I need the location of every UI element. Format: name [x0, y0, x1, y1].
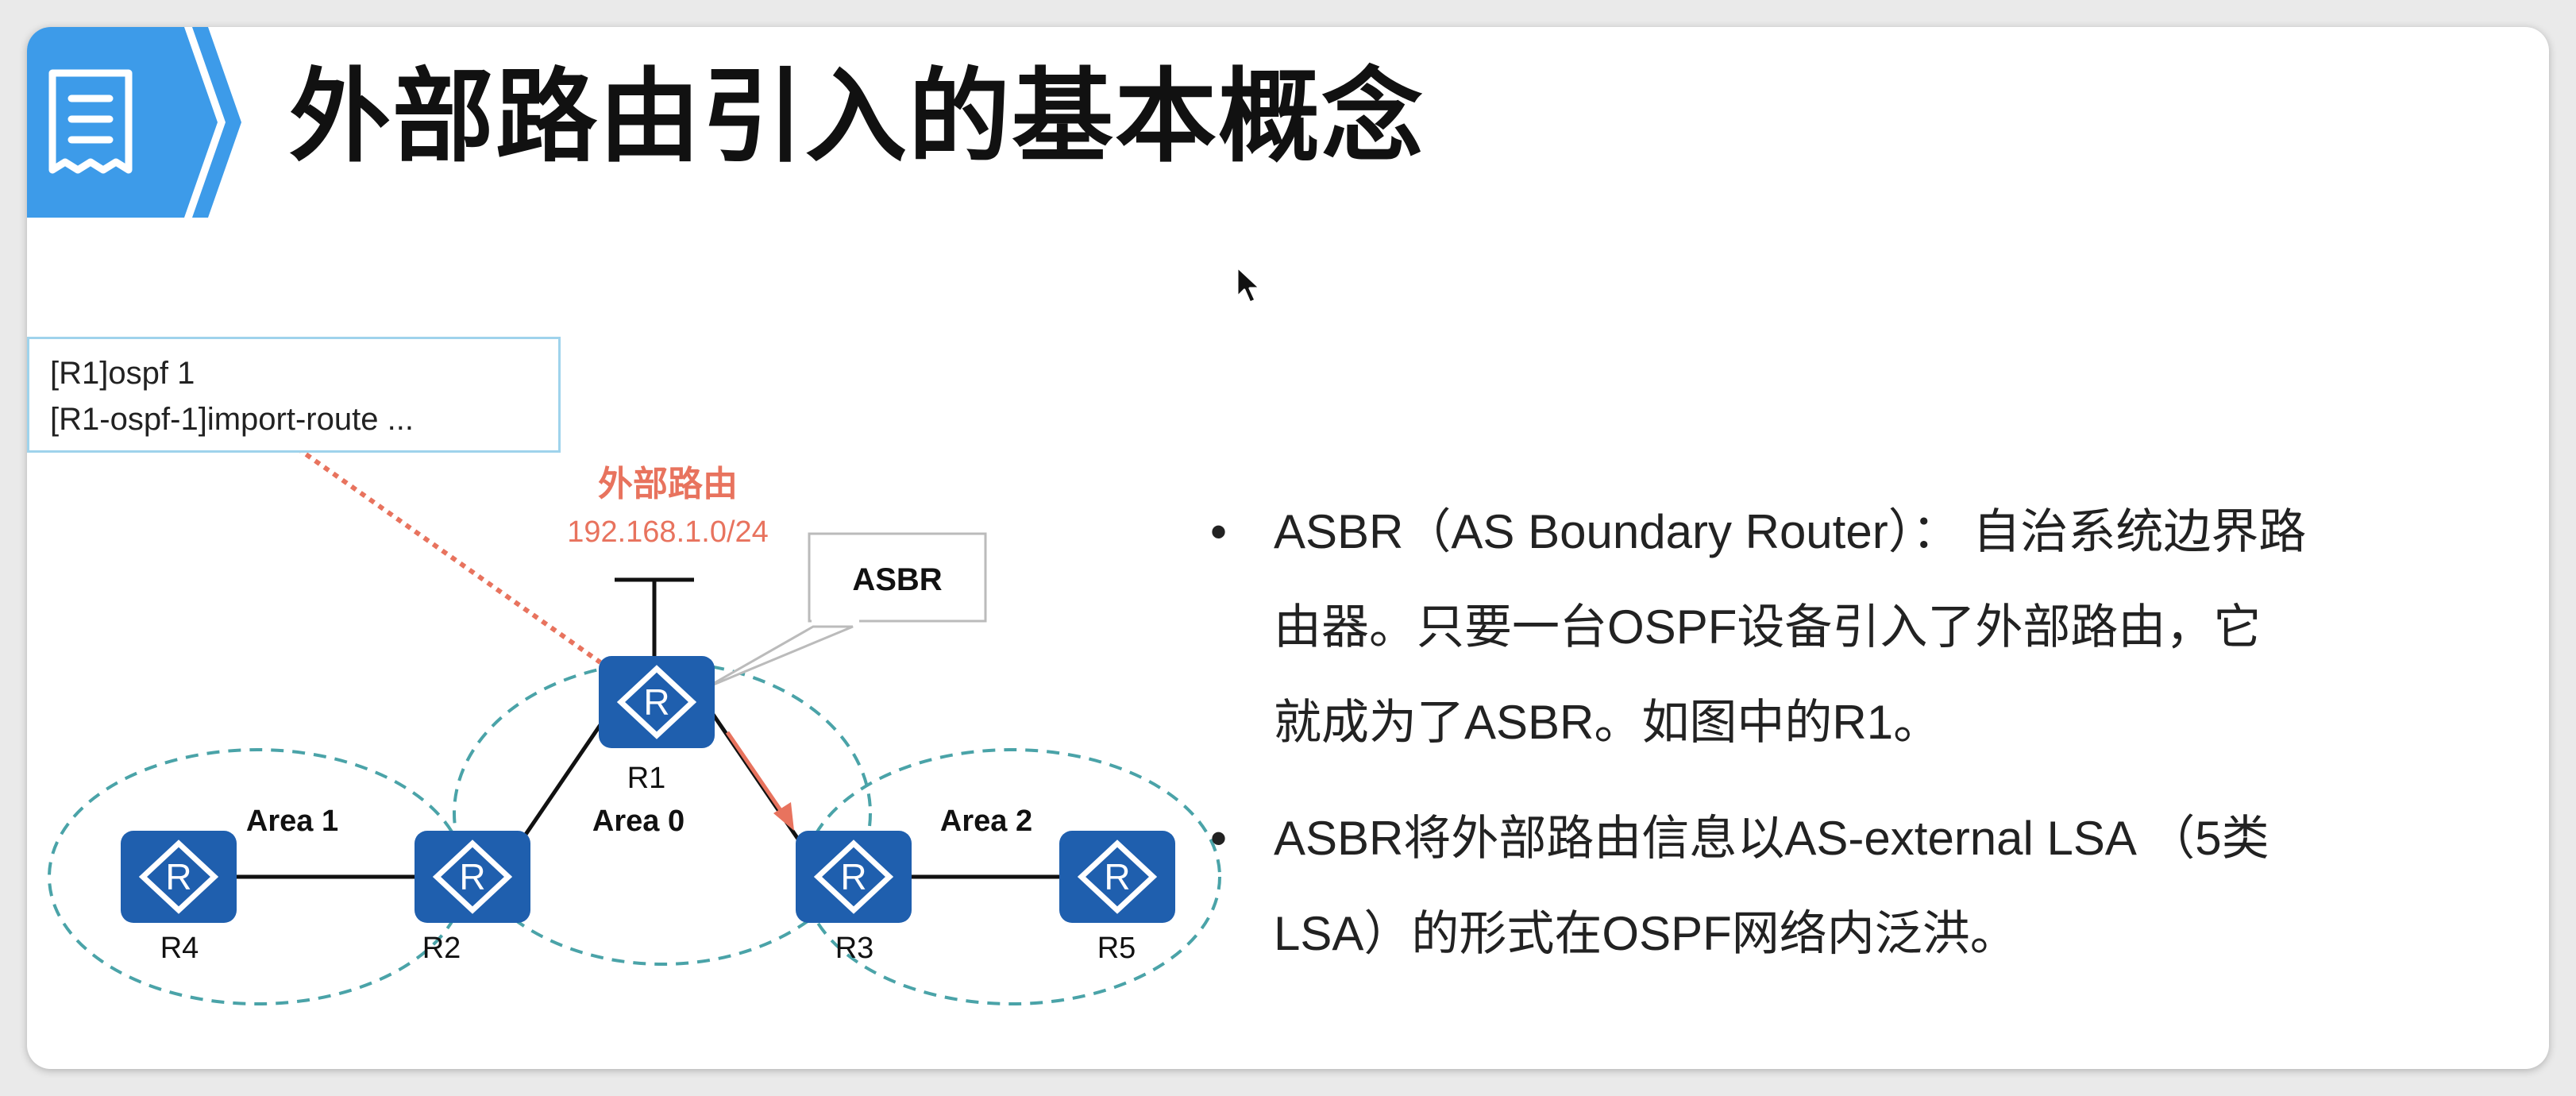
router-r2[interactable]: R	[415, 831, 530, 923]
bullet-marker: •	[1210, 812, 1228, 865]
area-label-0: Area 0	[592, 805, 684, 838]
page-title: 外部路由引入的基本概念	[289, 58, 1425, 176]
router-icon	[432, 839, 513, 914]
router-icon	[616, 665, 697, 739]
router-label-r4: R4	[160, 932, 199, 965]
area-0-boundary	[453, 661, 872, 966]
svg-text:R: R	[165, 856, 191, 897]
asbr-callout	[808, 532, 987, 623]
router-r5[interactable]: R	[1059, 831, 1175, 923]
area-2-boundary	[802, 748, 1221, 1005]
title-badge	[27, 27, 241, 218]
router-label-r1: R1	[627, 762, 666, 795]
cli-line-2: [R1-ospf-1]import-route ...	[50, 402, 414, 437]
router-r1[interactable]: R	[599, 656, 715, 748]
router-icon	[813, 839, 894, 914]
svg-text:R: R	[643, 681, 669, 723]
svg-text:R: R	[1104, 856, 1130, 897]
router-label-r3: R3	[835, 932, 874, 965]
flood-arrow-head	[773, 802, 794, 831]
router-label-r5: R5	[1097, 932, 1136, 965]
router-icon	[138, 839, 219, 914]
asbr-callout-tail	[705, 625, 854, 689]
flood-arrow	[725, 731, 788, 819]
external-route-prefix: 192.168.1.0/24	[567, 515, 769, 549]
external-route-label: 外部路由	[598, 465, 738, 504]
cli-config-box: [R1]ospf 1 [R1-ospf-1]import-route ...	[27, 337, 561, 453]
cli-pointer-line	[295, 446, 602, 665]
bullet-asbr-definition: • ASBR（AS Boundary Router）： 自治系统边界路 由器。只…	[1210, 484, 2497, 770]
network-diagram: ASBR 外部路由 192.168.1.0/24 R R R R R	[48, 446, 1221, 1005]
router-label-r2: R2	[422, 932, 461, 965]
router-icon	[1077, 839, 1158, 914]
document-icon	[48, 69, 133, 174]
bullet-asbr-flooding: • ASBR将外部路由信息以AS-external LSA （5类 LSA）的形…	[1210, 791, 2497, 982]
svg-text:R: R	[459, 856, 485, 897]
cli-line-1: [R1]ospf 1	[50, 356, 195, 391]
router-r4[interactable]: R	[121, 831, 237, 923]
mouse-pointer-icon	[1236, 265, 1262, 304]
router-r3[interactable]: R	[796, 831, 912, 923]
slide: 外部路由引入的基本概念 ASBR 外部路由 192.168.1.0/24	[27, 27, 2549, 1069]
asbr-callout-label: ASBR	[852, 562, 942, 597]
svg-text:R: R	[840, 856, 866, 897]
bullet-marker: •	[1210, 505, 1228, 558]
area-label-1: Area 1	[246, 805, 338, 838]
area-label-2: Area 2	[940, 805, 1032, 838]
